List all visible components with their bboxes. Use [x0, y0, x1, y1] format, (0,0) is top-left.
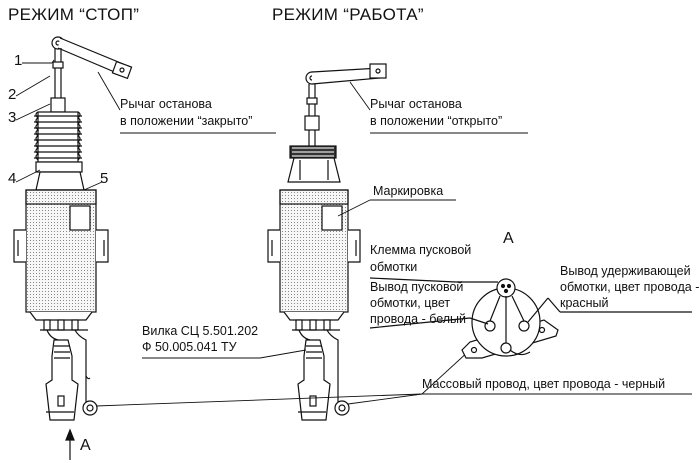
lever-closed-label-line2: в положении “закрыто”	[120, 114, 253, 128]
start-lead-label-line2: обмотки, цвет	[370, 296, 451, 310]
arrow-a-letter: А	[80, 437, 91, 454]
hold-lead-label-line2: обмотки, цвет провода -	[560, 280, 700, 294]
marking-label: Маркировка	[373, 184, 444, 198]
hold-lead-label-line1: Вывод удерживающей	[560, 264, 691, 278]
callout-leaders-left	[15, 59, 276, 191]
plug-label-line1: Вилка СЦ 5.501.202	[142, 324, 259, 338]
title-work-mode: РЕЖИМ “РАБОТА”	[272, 5, 424, 24]
stop-mode-solenoid	[13, 36, 133, 460]
ground-wire-label: Массовый провод, цвет провода - черный	[422, 377, 666, 391]
callout-leaders-right	[95, 81, 692, 407]
lever-open-label-line1: Рычаг останова	[370, 97, 462, 111]
callout-5: 5	[100, 170, 109, 187]
terminal-label-line1: Клемма пусковой	[370, 243, 472, 257]
callout-1: 1	[14, 52, 23, 69]
view-a-letter: А	[503, 230, 514, 247]
lever-closed-label-line1: Рычаг останова	[120, 97, 212, 111]
hold-lead-label-line3: красный	[560, 296, 609, 310]
bellows-boot	[34, 111, 82, 163]
terminal-label-line2: обмотки	[370, 260, 418, 274]
lever-open-label-line2: в положении “открыто”	[370, 114, 503, 128]
title-stop-mode: РЕЖИМ “СТОП”	[8, 5, 140, 24]
start-lead-label-line1: Вывод пусковой	[370, 280, 464, 294]
work-mode-solenoid	[267, 63, 387, 421]
callout-2: 2	[8, 86, 17, 103]
plug-label-line2: Ф 50.005.041 ТУ	[142, 340, 237, 354]
callout-3: 3	[8, 109, 17, 126]
start-lead-label-line3: провода - белый	[370, 312, 467, 326]
view-a-detail	[369, 277, 692, 359]
callout-4: 4	[8, 170, 17, 187]
